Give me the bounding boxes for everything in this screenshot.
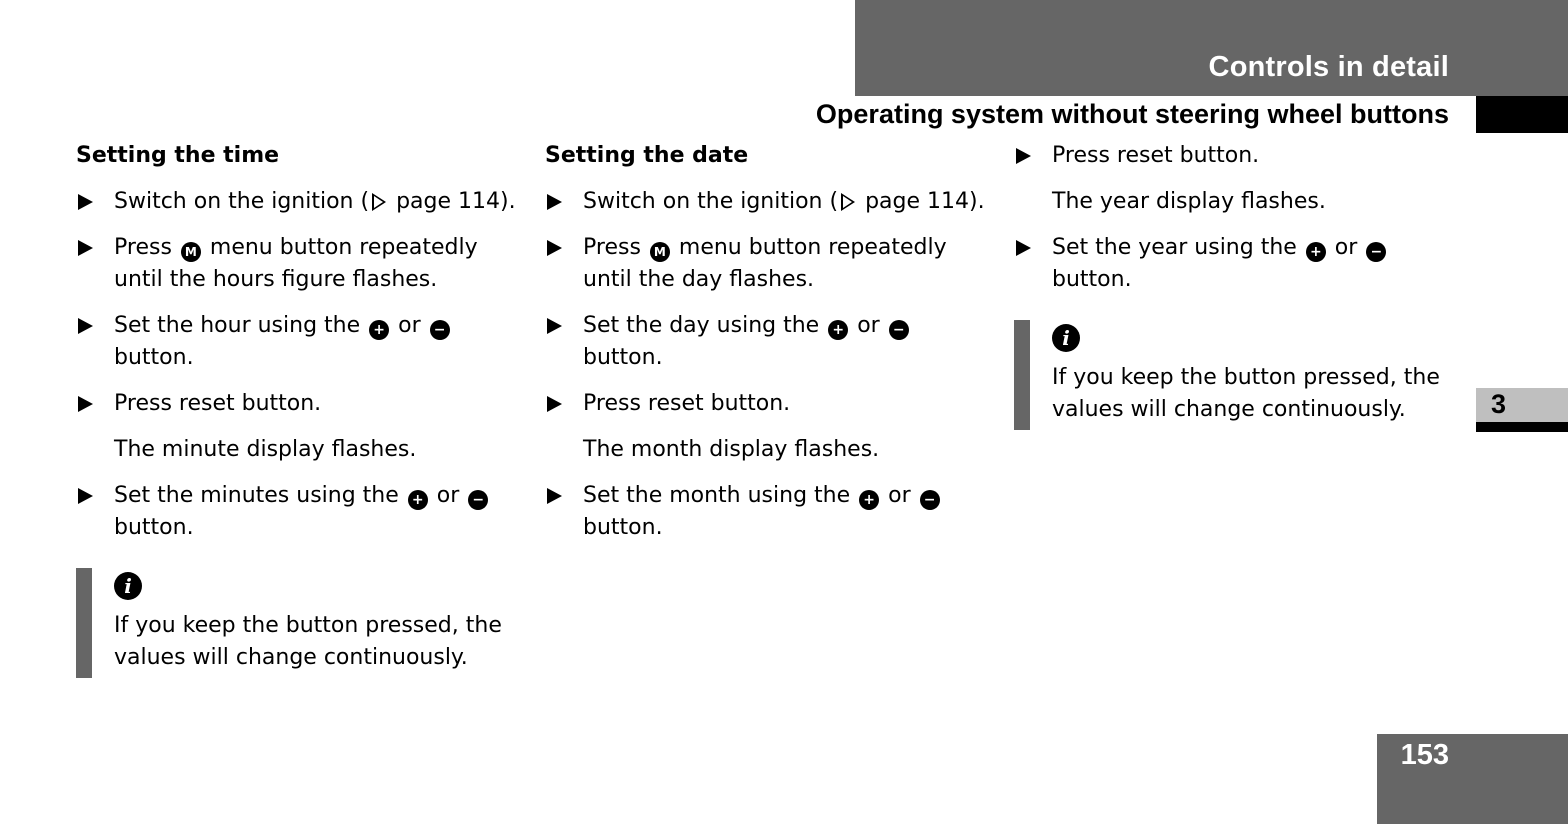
heading-setting-time: Setting the time — [76, 143, 280, 168]
header-bar — [855, 0, 1568, 96]
page-reference-icon — [372, 193, 387, 211]
info-icon: i — [1052, 324, 1080, 352]
chapter-tab — [1476, 388, 1568, 422]
note-text: If you keep the button pressed, the valu… — [1052, 365, 1440, 422]
minus-button-icon: − — [1366, 242, 1387, 262]
chapter-number: 3 — [1491, 389, 1507, 419]
step-press-reset: Press reset button. — [545, 388, 990, 420]
bullet-arrow-icon — [547, 240, 562, 256]
plus-button-icon: + — [859, 490, 880, 510]
page-reference-icon — [841, 193, 856, 211]
bullet-arrow-icon — [78, 488, 93, 504]
column-setting-date: Setting the date Switch on the ignition … — [545, 140, 990, 558]
bullet-arrow-icon — [78, 396, 93, 412]
bullet-arrow-icon — [547, 194, 562, 210]
bullet-arrow-icon — [1016, 240, 1031, 256]
step-press-reset: Press reset button. — [1014, 140, 1454, 172]
minus-button-icon: − — [429, 320, 450, 340]
page-number: 153 — [1400, 739, 1449, 771]
info-note: i If you keep the button pressed, the va… — [76, 568, 521, 678]
page-subheading: Operating system without steering wheel … — [815, 99, 1449, 129]
step-press-menu: Press M menu button repeatedly until the… — [76, 232, 521, 296]
note-bar — [1014, 320, 1030, 430]
bullet-arrow-icon — [547, 318, 562, 334]
step-set-hour: Set the hour using the + or − button. — [76, 310, 521, 374]
info-icon: i — [114, 572, 142, 600]
chapter-tab-underline — [1476, 422, 1568, 432]
page-number-box — [1377, 734, 1568, 824]
note-text: If you keep the button pressed, the valu… — [114, 613, 502, 670]
plus-button-icon: + — [369, 320, 390, 340]
minus-button-icon: − — [919, 490, 940, 510]
minus-button-icon: − — [468, 490, 489, 510]
minus-button-icon: − — [888, 320, 909, 340]
bullet-arrow-icon — [78, 240, 93, 256]
step-set-day: Set the day using the + or − button. — [545, 310, 990, 374]
plus-button-icon: + — [1305, 242, 1326, 262]
step-set-month: Set the month using the + or − button. — [545, 480, 990, 544]
result-minute-flashes: The minute display flashes. — [114, 437, 417, 462]
plus-button-icon: + — [407, 490, 428, 510]
step-switch-ignition: Switch on the ignition ( page 114). — [545, 186, 990, 218]
bullet-arrow-icon — [1016, 148, 1031, 164]
section-title: Controls in detail — [1208, 51, 1449, 83]
bullet-arrow-icon — [547, 488, 562, 504]
step-press-menu: Press M menu button repeatedly until the… — [545, 232, 990, 296]
column-setting-time: Setting the time Switch on the ignition … — [76, 140, 521, 678]
column-setting-year: Press reset button. The year display fla… — [1014, 140, 1454, 430]
note-bar — [76, 568, 92, 678]
menu-button-icon: M — [180, 242, 201, 262]
step-set-minutes: Set the minutes using the + or − button. — [76, 480, 521, 544]
result-year-flashes: The year display flashes. — [1052, 189, 1326, 214]
bullet-arrow-icon — [547, 396, 562, 412]
heading-setting-date: Setting the date — [545, 143, 749, 168]
menu-button-icon: M — [649, 242, 670, 262]
bullet-arrow-icon — [78, 194, 93, 210]
plus-button-icon: + — [828, 320, 849, 340]
step-set-year: Set the year using the + or − button. — [1014, 232, 1454, 296]
step-press-reset: Press reset button. — [76, 388, 521, 420]
result-month-flashes: The month display flashes. — [583, 437, 880, 462]
bullet-arrow-icon — [78, 318, 93, 334]
step-switch-ignition: Switch on the ignition ( page 114). — [76, 186, 521, 218]
header-tab-marker — [1476, 96, 1568, 133]
info-note: i If you keep the button pressed, the va… — [1014, 320, 1454, 430]
